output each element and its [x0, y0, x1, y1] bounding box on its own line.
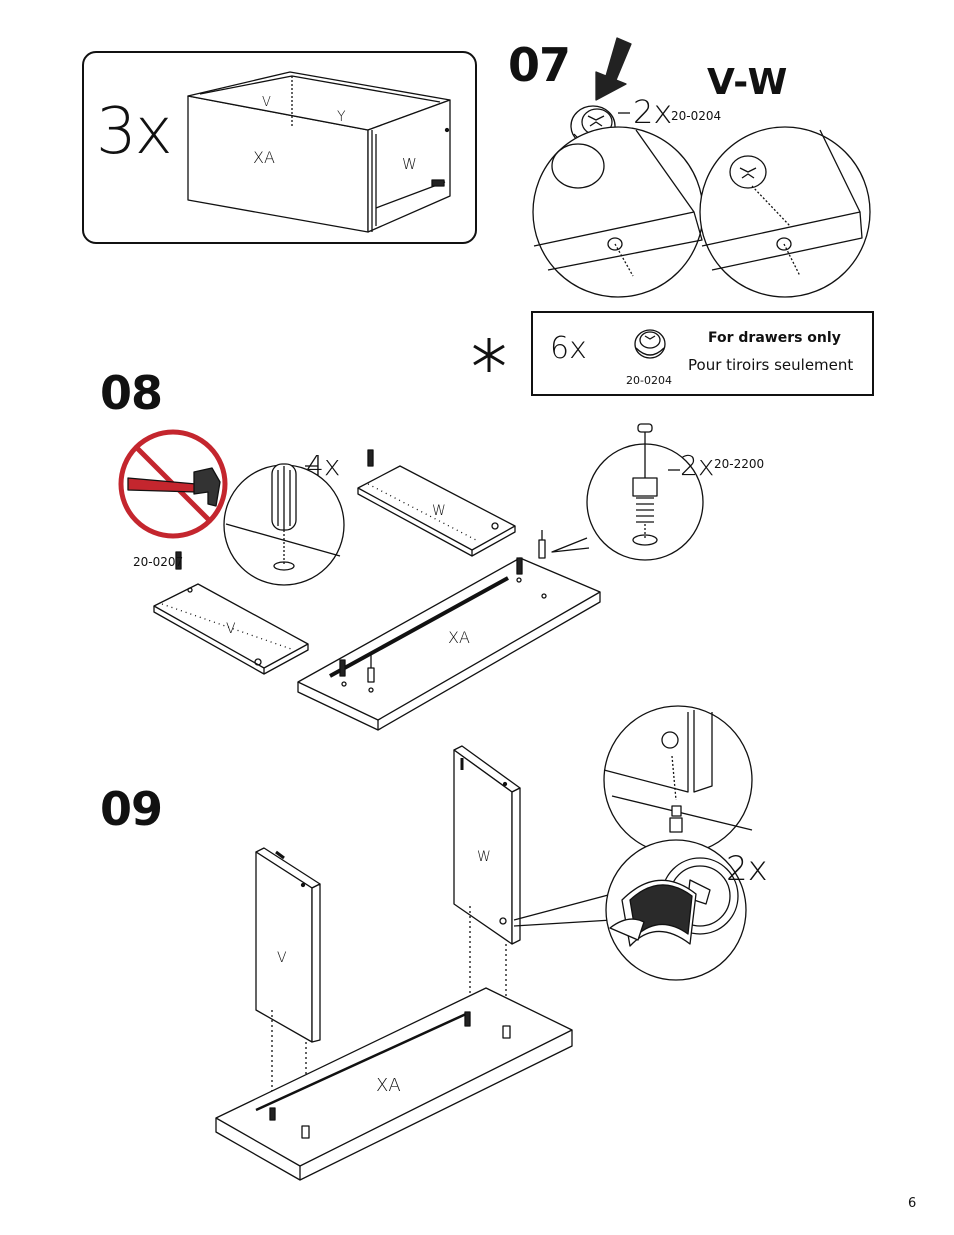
step-09-number: 09 — [100, 782, 163, 836]
step-09-panel-xa-label: XA — [376, 1075, 401, 1096]
step-09-panel-w-label: W — [477, 849, 491, 865]
step-09-detail-quantity: 2x — [726, 849, 768, 889]
drawer-box-drawing — [187, 71, 451, 233]
drawer-summary-frame — [82, 51, 477, 244]
step-07-quantity: 2x — [633, 93, 673, 131]
drawer-panel-w-label: W — [402, 155, 417, 173]
panel-w-09 — [453, 745, 613, 1020]
step-08-dowel-quantity: 4x — [306, 449, 341, 482]
step07-detail-left — [532, 126, 704, 298]
step-08-bolt-quantity: 2x — [680, 449, 715, 482]
step-07-number: 07 — [508, 38, 571, 92]
note-title: For drawers only — [708, 330, 841, 346]
step09-detail-top — [603, 705, 753, 855]
drawers-only-note — [531, 311, 874, 396]
asterisk-icon — [473, 338, 505, 372]
no-hammer-icon — [118, 429, 228, 539]
page-number: 6 — [908, 1196, 917, 1211]
panel-w-08 — [357, 465, 516, 557]
panel-xa-08 — [297, 530, 601, 731]
step-08-dowel-code: 20-0207 — [133, 555, 184, 569]
step-07-part-code: 20-0204 — [671, 109, 722, 123]
note-quantity: 6x — [550, 331, 587, 366]
dowel-icon — [175, 551, 182, 570]
panel-xa-09 — [215, 987, 573, 1181]
step-08-panel-v-label: V — [226, 621, 236, 637]
step-08-panel-w-label: W — [432, 503, 446, 519]
step-08-number: 08 — [100, 366, 163, 420]
drawer-panel-v-label: V — [262, 95, 271, 110]
step09-detail-bottom — [605, 839, 747, 981]
step-09-panel-v-label: V — [277, 950, 287, 966]
step-08-panel-xa-label: XA — [448, 628, 470, 647]
drawer-panel-y-label: Y — [337, 109, 346, 125]
step07-detail-right — [699, 126, 871, 298]
note-cam-lock-icon — [634, 329, 666, 359]
step-08-bolt-code: 20-2200 — [714, 457, 765, 471]
step-07-pieces: V-W — [707, 62, 789, 103]
note-subtitle: Pour tiroirs seulement — [688, 356, 854, 374]
down-arrow-icon — [595, 37, 632, 101]
drawer-panel-xa-label: XA — [253, 148, 275, 167]
dowel-detail — [223, 463, 345, 586]
dowel-icon — [367, 449, 374, 467]
bolt-detail — [551, 423, 704, 561]
drawer-quantity: 3x — [96, 95, 173, 169]
note-part-code: 20-0204 — [626, 374, 672, 387]
panel-v-08 — [153, 583, 309, 675]
